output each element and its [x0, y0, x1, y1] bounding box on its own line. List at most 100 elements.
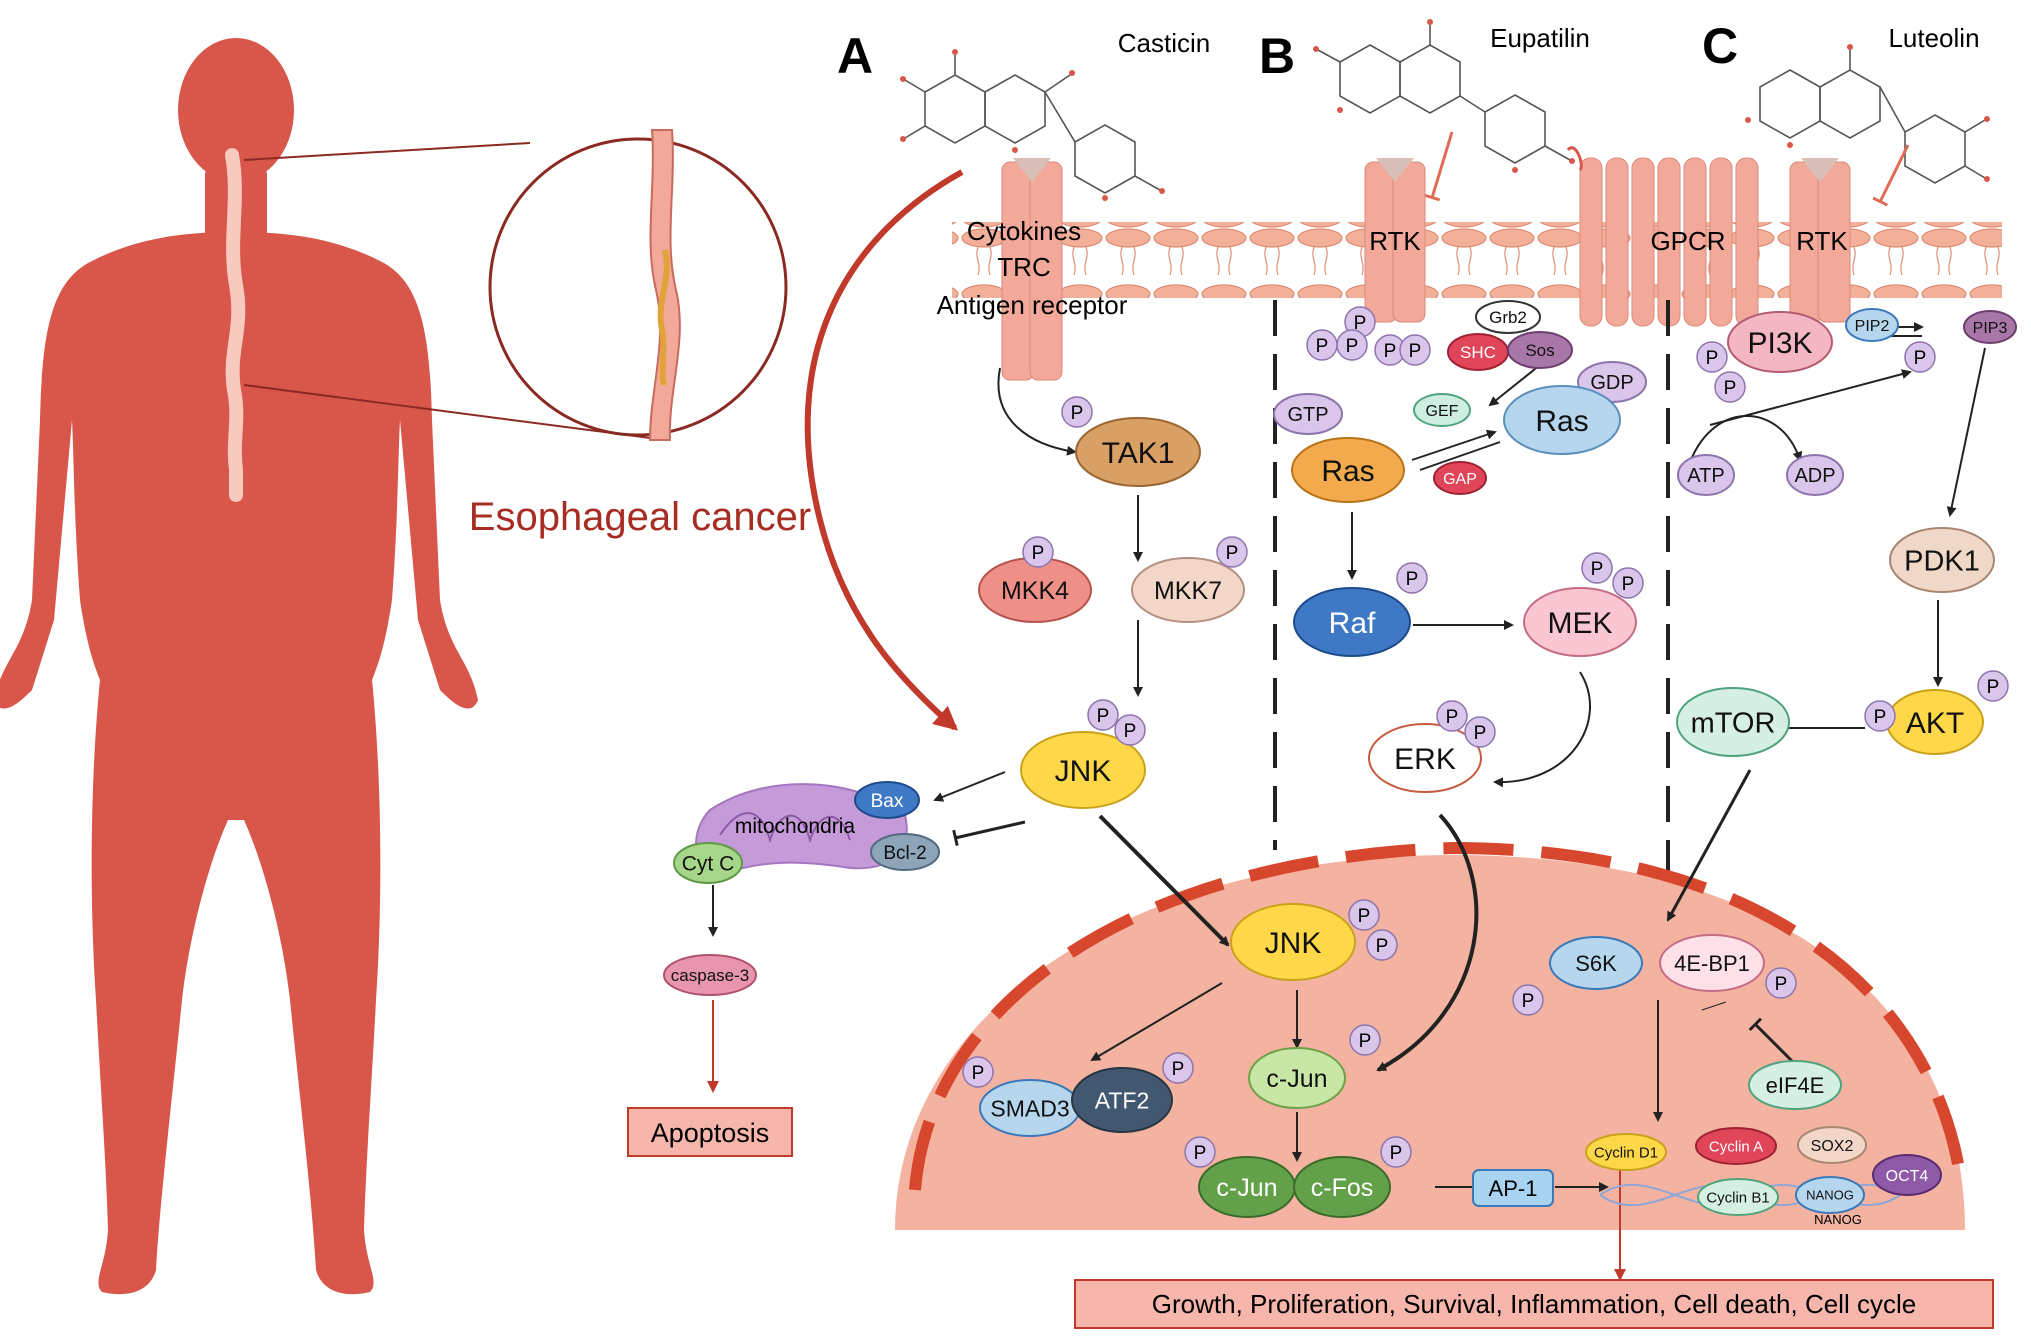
phospho-group-marker: P [1114, 714, 1146, 746]
node-erk: ERK [1368, 723, 1482, 793]
node-atf2: ATF2 [1071, 1067, 1173, 1133]
phospho-circle [1612, 567, 1644, 599]
node-shape-s6k [1549, 936, 1643, 990]
node-label-pip3: PIP3 [1973, 320, 2008, 337]
node-sox2: SOX2 [1797, 1126, 1867, 1164]
node-shape-sos [1507, 331, 1573, 369]
node-jnk: JNK [1020, 731, 1146, 809]
phospho-label: P [1316, 336, 1329, 357]
phospho-label: P [1358, 906, 1371, 927]
phospho-group-marker: P [1374, 334, 1406, 366]
node-ras-gtp: Ras [1291, 437, 1405, 503]
panel-label-a: A [837, 28, 873, 84]
disease-label: Esophageal cancer [469, 495, 811, 539]
node-grb2: Grb2 [1475, 300, 1541, 334]
node-label-pip2: PIP2 [1855, 318, 1890, 335]
phospho-group-marker: P [1399, 334, 1431, 366]
node-label-cyclind1: Cyclin D1 [1594, 1144, 1658, 1161]
phospho-label: P [1194, 1143, 1207, 1164]
node-shape-eif4e [1748, 1060, 1842, 1110]
node-label-shc: SHC [1460, 343, 1496, 362]
phospho-circle [1765, 967, 1797, 999]
luteolin-inhibition-line [1872, 144, 1910, 207]
phospho-group-marker: P [1184, 1136, 1216, 1168]
receptor-cytokines [1001, 158, 1063, 381]
phospho-circle [962, 1056, 994, 1088]
node-shape-cyclina [1695, 1127, 1777, 1165]
phospho-label: P [1406, 569, 1419, 590]
phospho-circle [1348, 899, 1380, 931]
phospho-circle [1696, 341, 1728, 373]
phospho-label: P [1409, 341, 1422, 362]
node-shape-atf2 [1071, 1067, 1173, 1133]
phospho-circle [1399, 334, 1431, 366]
node-cfos: c-Fos [1293, 1156, 1391, 1218]
node-cyclinb1: Cyclin B1 [1697, 1178, 1779, 1216]
node-label-mkk7: MKK7 [1154, 577, 1222, 605]
receptor-label-rtk-c: RTK [1796, 226, 1848, 256]
receptor-label-rtk-b: RTK [1369, 226, 1421, 256]
node-label-grb2: Grb2 [1489, 308, 1527, 327]
node-label-raf: Raf [1329, 607, 1376, 640]
node-gtp: GTP [1273, 393, 1343, 435]
node-label-pi3k: PI3K [1747, 327, 1812, 360]
node-shape-gap [1433, 461, 1487, 495]
phospho-label: P [972, 1063, 985, 1084]
phospho-group-marker: P [1366, 929, 1398, 961]
receptor-label-antigen: Antigen receptor [937, 290, 1128, 320]
human-silhouette-icon [0, 38, 478, 1295]
phospho-group-marker: P [1348, 899, 1380, 931]
compound-eupatilin: Eupatilin [1490, 23, 1590, 53]
outcome-box: Growth, Proliferation, Survival, Inflamm… [1074, 1279, 1994, 1329]
node-label-caspase3: caspase-3 [671, 966, 749, 985]
phospho-circle [1162, 1052, 1194, 1084]
node-label-cfos: c-Fos [1311, 1174, 1374, 1202]
phospho-label: P [1384, 341, 1397, 362]
esophagus-in-body [225, 148, 246, 502]
node-shape-nanog [1795, 1176, 1865, 1214]
phospho-label: P [1446, 707, 1459, 728]
phospho-circle [1022, 536, 1054, 568]
node-shape-cytc [673, 842, 743, 884]
apoptosis-box: Apoptosis [627, 1107, 793, 1157]
phospho-group-marker: P [1380, 1136, 1412, 1168]
node-label-tak1: TAK1 [1102, 437, 1175, 470]
node-mkk7: MKK7 [1131, 557, 1245, 623]
phospho-label: P [1987, 677, 2000, 698]
phospho-label: P [1226, 543, 1239, 564]
phospho-group-marker: P [1977, 670, 2009, 702]
node-label-ras-gdp: Ras [1535, 405, 1588, 438]
phospho-circle [1349, 1024, 1381, 1056]
phospho-circle [1581, 552, 1613, 584]
phospho-label: P [1124, 721, 1137, 742]
phospho-label: P [1097, 706, 1110, 727]
outcome-label: Growth, Proliferation, Survival, Inflamm… [1152, 1289, 1916, 1319]
node-mtor: mTOR [1676, 687, 1790, 757]
phospho-circle [1436, 700, 1468, 732]
node-shape-pdk1 [1889, 527, 1995, 593]
node-shape-oct4 [1872, 1154, 1942, 1196]
phospho-circle [1977, 670, 2009, 702]
node-label-jnk: JNK [1055, 755, 1112, 788]
phospho-label: P [1724, 378, 1737, 399]
nucleus [895, 855, 1965, 1230]
node-raf: Raf [1293, 587, 1411, 657]
ap1-label: AP-1 [1489, 1176, 1538, 1201]
node-shape-bcl2 [870, 833, 940, 871]
phospho-circle [1366, 929, 1398, 961]
ap1-box: AP-1 [1472, 1169, 1554, 1207]
node-label-cyclinb1: Cyclin B1 [1706, 1189, 1769, 1206]
eupatilin-inhibition-line [1424, 131, 1454, 202]
label-mitochondria: mitochondria [735, 815, 856, 838]
node-ebp1: 4E-BP1 [1659, 934, 1765, 992]
phospho-label: P [1346, 336, 1359, 357]
receptor-rtk-b [1364, 158, 1426, 323]
phospho-group-marker: P [1216, 536, 1248, 568]
phospho-label: P [1522, 991, 1535, 1012]
phospho-circle [1114, 714, 1146, 746]
phospho-label: P [1874, 707, 1887, 728]
luteolin-structure-icon [1759, 50, 1986, 184]
